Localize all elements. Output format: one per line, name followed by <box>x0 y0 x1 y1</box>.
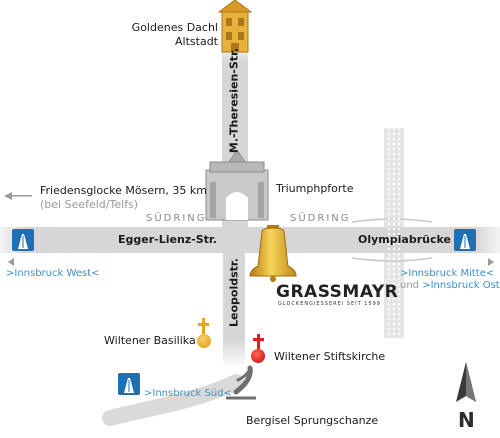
bergisel-road <box>102 374 244 426</box>
leopold-street-label: Leopoldstr. <box>227 258 241 327</box>
arrow-icon <box>4 192 32 200</box>
exit-innsbruck-ost-line: und >Innsbruck Ost< <box>400 280 500 292</box>
cross-icon <box>198 318 209 334</box>
basilika-marker <box>197 334 211 348</box>
friedensglocke-label: Friedensglocke Mösern, 35 km <box>40 184 207 197</box>
suedring-road <box>0 227 500 253</box>
compass-icon <box>456 362 476 402</box>
wiltener-basilika-label: Wiltener Basilika <box>104 334 196 347</box>
exit-innsbruck-sued: >Innsbruck Süd< <box>144 388 232 399</box>
motorway-icon <box>454 229 476 251</box>
triumphal-arch-icon <box>205 149 269 221</box>
bell-icon <box>249 225 297 282</box>
brand-tagline: GLOCKENGIESSEREI SEIT 1599 <box>278 301 381 307</box>
suedring-label-right: SÜDRING <box>290 213 351 224</box>
brand-name: GRASSMAYR <box>276 282 399 302</box>
bergisel-label: Bergisel Sprungschanze <box>246 414 379 427</box>
olympiabruecke-label: Olympiabrücke <box>358 233 451 246</box>
egger-lienz-street-label: Egger-Lienz-Str. <box>118 233 217 246</box>
altstadt-label: Altstadt <box>175 35 218 48</box>
ski-jump-icon <box>233 365 253 395</box>
golden-roof-icon <box>217 0 253 53</box>
cross-icon <box>253 334 264 349</box>
exit-und-text: und <box>400 280 420 291</box>
arrow-icon <box>488 258 494 266</box>
stiftskirche-marker <box>251 349 265 363</box>
suedring-label-left: SÜDRING <box>146 213 207 224</box>
motorway-icon <box>118 373 140 395</box>
triumphpforte-label: Triumphpforte <box>276 182 354 195</box>
friedensglocke-via-label: (bei Seefeld/Telfs) <box>40 198 139 211</box>
compass-north-label: N <box>458 408 475 432</box>
motorway-icon <box>12 229 34 251</box>
theresien-street-label: M.-Theresien-Str. <box>227 47 241 154</box>
exit-innsbruck-ost: >Innsbruck Ost< <box>422 280 500 291</box>
crossing-road-dashes <box>388 128 400 338</box>
exit-innsbruck-mitte: >Innsbruck Mitte< <box>400 268 495 279</box>
leopold-road <box>223 253 245 368</box>
goldenes-dachl-label: Goldenes Dachl <box>131 21 218 34</box>
exit-innsbruck-west: >Innsbruck West< <box>6 268 100 279</box>
wiltener-stiftskirche-label: Wiltener Stiftskirche <box>274 350 386 363</box>
arrow-icon <box>8 258 14 266</box>
